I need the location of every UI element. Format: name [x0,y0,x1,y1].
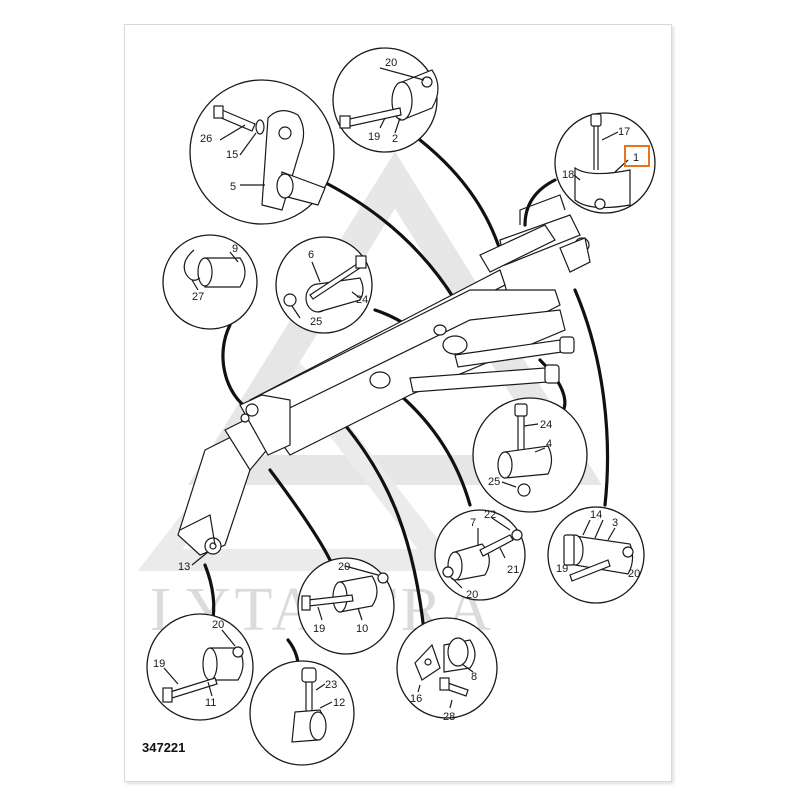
callout-low-center-label-20: 20 [338,561,350,573]
callout-left-low-label-11: 11 [205,697,216,709]
callout-low-center-label-19: 19 [313,623,325,635]
callout-bottom-right: 8 16 28 [396,617,498,723]
boom-assembly [177,194,591,556]
callout-bottom-center-label-12: 12 [333,697,345,709]
callout-clip: 9 27 [162,234,258,330]
callout-low-center-label-10: 10 [356,623,368,635]
callout-pin-mid-label-24: 24 [356,294,368,306]
callout-clip-label-9: 9 [232,243,238,255]
callout-top: 20 19 2 [332,47,439,153]
callout-right-mid-label-25: 25 [488,476,500,488]
callout-bottom-right-label-28: 28 [443,711,455,723]
main-label-13: 13 [178,551,209,573]
callout-right-mid-label-24: 24 [540,419,552,431]
callout-bottom-mid-label-7: 7 [470,517,476,529]
callout-low-center: 20 19 10 [297,557,395,655]
label-13: 13 [178,561,190,573]
figure-number: 347221 [142,740,185,755]
callout-pin-mid-label-25: 25 [310,316,322,328]
callout-left-low-label-20: 20 [212,619,224,631]
callout-right-low-label-20: 20 [628,568,640,580]
callout-right-low-label-19: 19 [556,563,568,575]
callout-bottom-mid-label-20: 20 [466,589,478,601]
callout-top-right: 17 1 18 [554,112,656,214]
callout-top-left-label-26: 26 [200,133,212,145]
callout-left-low: 20 19 11 [146,613,254,721]
callout-top-right-label-1: 1 [633,152,639,164]
callout-right-low-label-14: 14 [590,509,602,521]
callout-top-label-19: 19 [368,131,380,143]
callout-right-low-label-3: 3 [612,517,618,529]
callout-top-right-label-17: 17 [618,126,630,138]
callout-clip-label-27: 27 [192,291,204,303]
callout-bottom-mid-label-22: 22 [484,509,496,521]
callout-top-right-label-18: 18 [562,169,574,181]
callout-bottom-right-label-16: 16 [410,693,422,705]
callout-top-label-2: 2 [392,133,398,145]
callout-right-mid-label-4: 4 [546,438,552,450]
callout-bottom-mid-label-21: 21 [507,564,519,576]
callout-right-mid: 24 4 25 [472,397,588,513]
callout-bottom-center: 23 12 [249,660,355,766]
callout-top-left-label-15: 15 [226,149,238,161]
callout-top-left-label-5: 5 [230,181,236,193]
callout-pin-mid: 6 24 25 [275,236,373,334]
callout-bottom-right-label-8: 8 [471,671,477,683]
highlight-box [624,145,650,167]
callout-top-left: 26 15 5 [189,79,335,225]
callout-bottom-center-label-23: 23 [325,679,337,691]
callout-bottom-mid: 7 22 21 20 [434,509,526,601]
callout-right-low: 14 3 19 20 [547,506,645,604]
callout-left-low-label-19: 19 [153,658,165,670]
callout-top-label-20: 20 [385,57,397,69]
callout-pin-mid-label-6: 6 [308,249,314,261]
